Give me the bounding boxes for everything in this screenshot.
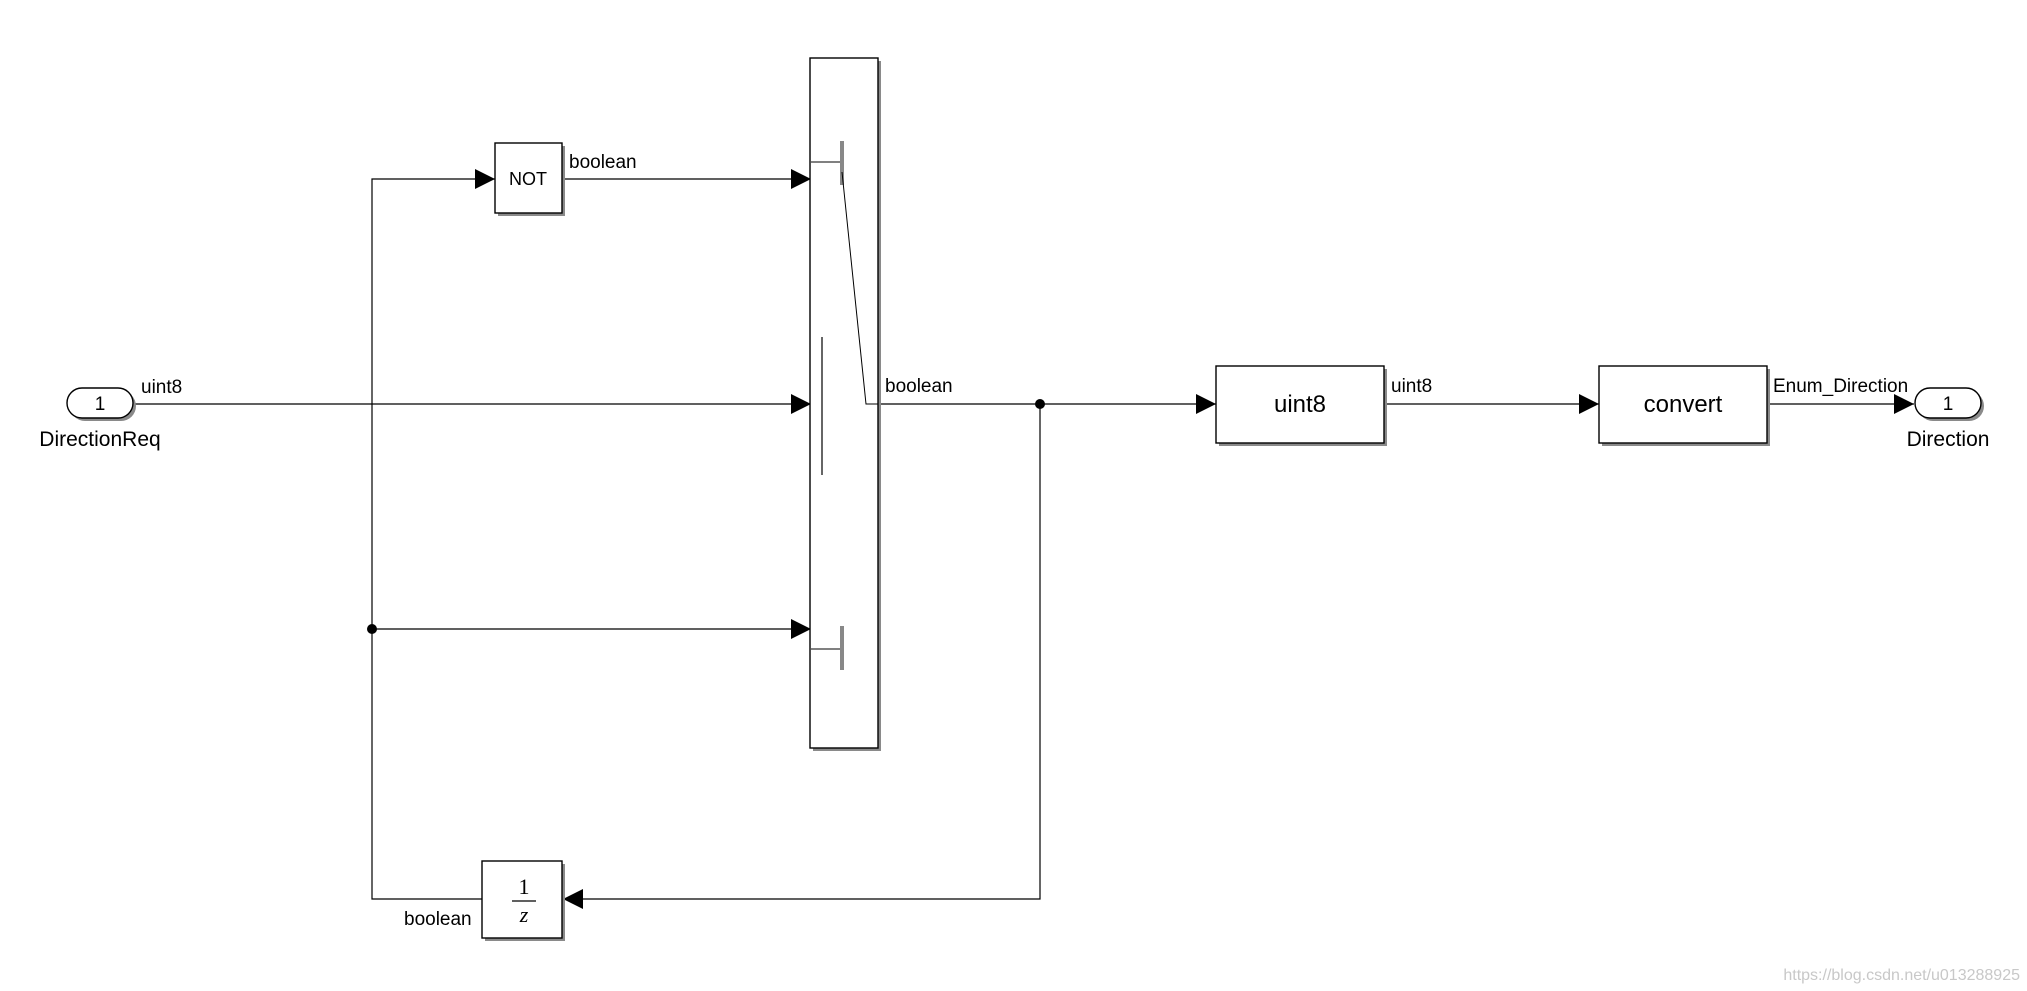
cast-block[interactable]: uint8 xyxy=(1215,365,1387,446)
convert-block[interactable]: convert xyxy=(1598,365,1770,446)
switch-glyph xyxy=(811,141,878,670)
signal-label-convert-out: Enum_Direction xyxy=(1773,376,1908,397)
watermark: https://blog.csdn.net/u013288925 xyxy=(1783,967,2020,984)
outport-block[interactable]: 1 xyxy=(1914,387,1984,421)
wires xyxy=(135,169,1914,909)
cast-block-label: uint8 xyxy=(1274,391,1326,418)
signal-label-in-type: uint8 xyxy=(141,377,182,398)
inport-block[interactable]: 1 xyxy=(66,387,136,421)
branch-point-feedback xyxy=(1035,399,1045,409)
not-block[interactable]: NOT xyxy=(494,142,565,216)
signal-label-delay-out: boolean xyxy=(404,909,472,930)
switch-block[interactable] xyxy=(809,57,881,751)
delay-denominator: z xyxy=(519,902,529,927)
inport-name: DirectionReq xyxy=(39,428,160,451)
not-block-label: NOT xyxy=(509,169,547,189)
unit-delay-block[interactable]: 1 z xyxy=(481,860,565,941)
branch-point-delay xyxy=(367,624,377,634)
signal-label-switch-out: boolean xyxy=(885,376,953,397)
wire-feedback-to-delay[interactable] xyxy=(563,404,1041,909)
delay-numerator: 1 xyxy=(519,874,530,899)
signal-label-not-out: boolean xyxy=(569,152,637,173)
convert-block-label: convert xyxy=(1644,391,1723,418)
inport-number: 1 xyxy=(95,394,106,415)
wire-delay-trunk[interactable] xyxy=(371,169,495,900)
outport-number: 1 xyxy=(1943,394,1954,415)
signal-label-cast-out: uint8 xyxy=(1391,376,1432,397)
outport-name: Direction xyxy=(1907,428,1990,451)
